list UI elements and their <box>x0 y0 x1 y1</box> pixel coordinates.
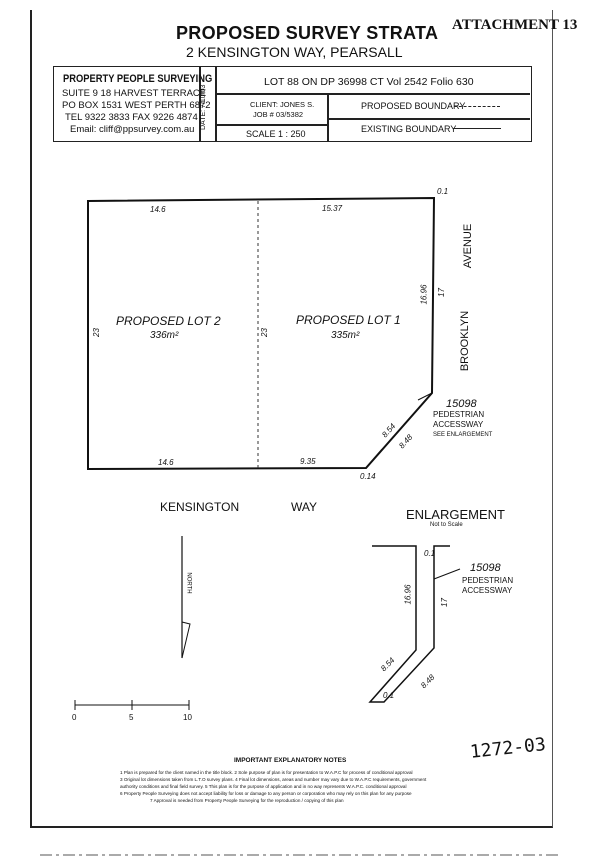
bottom-right-dim: 9.35 <box>300 457 316 466</box>
title-block-divider <box>215 124 327 126</box>
drawing-frame <box>30 10 553 828</box>
kensington-label: KENSINGTON <box>160 500 240 514</box>
note-line-5: 7 Approval is needed from Property Peopl… <box>150 798 344 803</box>
top-left-dim: 14.6 <box>150 205 166 214</box>
lot1-name: PROPOSED LOT 1 <box>296 313 401 327</box>
note-line-4: 6 Property People Surveying does not acc… <box>120 791 412 796</box>
corner-bottom-dim: 0.14 <box>360 472 376 481</box>
page-title: PROPOSED SURVEY STRATA <box>176 23 439 43</box>
job-number: JOB # 03/5382 <box>253 110 304 119</box>
avenue-label: AVENUE <box>462 223 475 269</box>
top-right-dim: 15.37 <box>322 204 343 213</box>
left-side-dim: 23 <box>91 328 101 337</box>
leader-line <box>417 392 433 401</box>
enl-pedestrian: PEDESTRIAN <box>462 576 514 585</box>
title-block-divider <box>327 93 329 142</box>
legend-proposed: PROPOSED BOUNDARY <box>361 101 466 111</box>
page-subtitle: 2 KENSINGTON WAY, PEARSALL <box>186 44 403 60</box>
north-label: NORTH <box>185 572 192 594</box>
enl-lot-number: 15098 <box>470 562 501 574</box>
scale-bar-5: 5 <box>129 713 134 722</box>
title-block-divider <box>215 93 530 95</box>
enl-bottom-dim: 0.1 <box>383 691 395 700</box>
firm-address1: SUITE 9 18 HARVEST TERRACE <box>62 88 207 99</box>
scale-bar-10: 10 <box>183 713 192 722</box>
lot-number: 15098 <box>446 398 477 410</box>
right-17-dim: 17 <box>436 288 446 297</box>
title-block-divider <box>199 66 201 142</box>
see-enlargement-label: SEE ENLARGEMENT <box>433 432 493 438</box>
middle-side-dim: 23 <box>259 328 269 337</box>
title-block-divider <box>327 118 530 120</box>
pedestrian-label: PEDESTRIAN <box>433 410 485 419</box>
firm-phone: TEL 9322 3833 FAX 9226 4874 <box>65 112 198 123</box>
enlargement-note: Not to Scale <box>430 522 463 528</box>
scale-bar-0: 0 <box>72 713 77 722</box>
scale-label: SCALE 1 : 250 <box>246 129 306 139</box>
legend-existing: EXISTING BOUNDARY <box>361 124 457 134</box>
enl-side1-dim: 16.96 <box>403 584 413 605</box>
way-label: WAY <box>291 500 317 514</box>
legend-solid-line <box>453 128 501 129</box>
corner-top-dim: 0.1 <box>437 187 449 196</box>
firm-address2: PO BOX 1531 WEST PERTH 6872 <box>62 100 211 111</box>
right-upper-dim: 16.96 <box>419 284 429 305</box>
note-line-1: 1 Plan is prepared for the client named … <box>120 770 413 775</box>
north-arrow-head <box>181 621 191 659</box>
lot2-name: PROPOSED LOT 2 <box>116 314 221 328</box>
enlargement-leader <box>433 568 461 580</box>
enl-top-dim: 0.1 <box>424 549 436 558</box>
client-label: CLIENT: JONES S. <box>250 100 315 109</box>
note-line-3: authority conditions and final field sur… <box>120 784 407 789</box>
accessway-label: ACCESSWAY <box>433 420 484 429</box>
legend-dashed-line <box>454 106 500 107</box>
enl-side2-dim: 17 <box>439 598 449 607</box>
firm-email: Email: cliff@ppsurvey.com.au <box>70 124 195 135</box>
bottom-left-dim: 14.6 <box>158 458 174 467</box>
lot1-area: 335m² <box>331 330 360 341</box>
title-block-divider <box>215 66 217 142</box>
enlargement-title: ENLARGEMENT <box>406 507 505 522</box>
enlargement-outline <box>368 545 450 703</box>
lot-boundary <box>87 196 436 471</box>
enl-accessway: ACCESSWAY <box>462 586 513 595</box>
attachment-label: ATTACHMENT 13 <box>452 17 578 33</box>
note-line-2: 3 Original lot dimensions taken from L.T… <box>120 777 427 782</box>
title-block <box>53 66 532 142</box>
notes-heading: IMPORTANT EXPLANATORY NOTES <box>234 757 347 764</box>
brooklyn-label: BROOKLYN <box>459 310 472 372</box>
lot2-area: 336m² <box>150 330 179 341</box>
firm-name: PROPERTY PEOPLE SURVEYING <box>63 73 213 85</box>
lot-info: LOT 88 ON DP 36998 CT Vol 2542 Folio 630 <box>264 76 474 88</box>
